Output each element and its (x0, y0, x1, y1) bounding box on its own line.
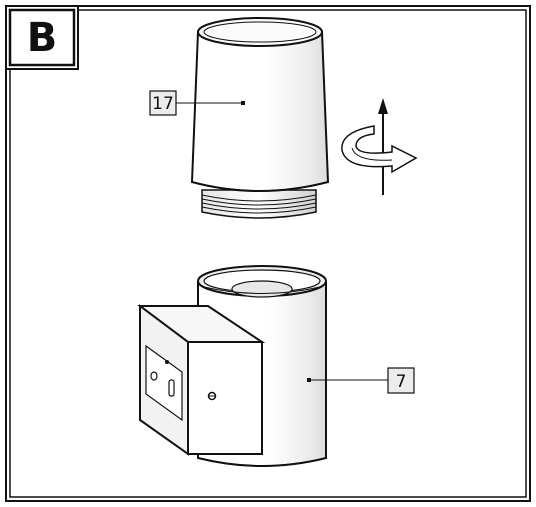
section-label: B (5, 5, 79, 70)
callout-7-label: 7 (396, 372, 407, 392)
rotation-arrow-icon (341, 98, 418, 195)
callout-7: 7 (307, 367, 415, 394)
wall-lamp-housing (137, 265, 327, 467)
inner-frame (9, 9, 527, 498)
callout-17: 17 (149, 90, 245, 116)
lamp-shade (190, 17, 330, 219)
wall-bracket (137, 304, 266, 456)
callout-17-label: 17 (152, 94, 174, 114)
section-label-text: B (27, 15, 58, 61)
